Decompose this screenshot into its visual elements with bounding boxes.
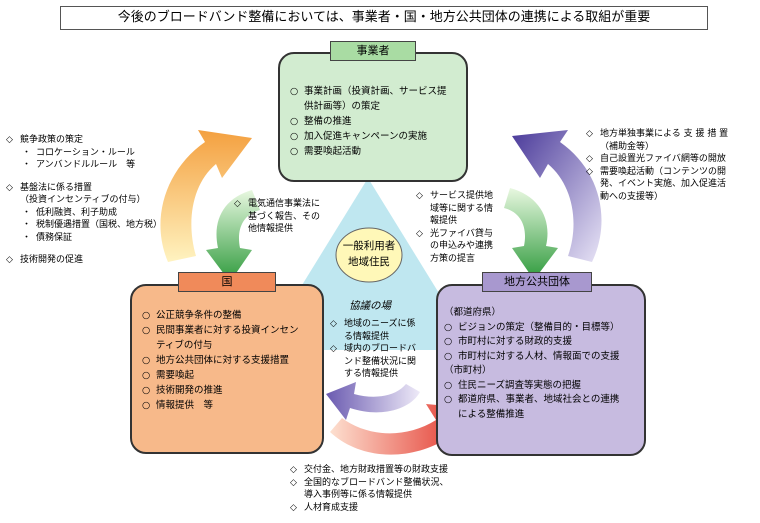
center-line1: 一般利用者 [342, 240, 396, 252]
list-item: ○市町村に対する人材、情報面での支援 [444, 350, 620, 362]
center-circle-graphic [335, 227, 403, 283]
local-muni-label: （市町村） [444, 365, 492, 376]
note-item: ◇技術開発の促進 [6, 255, 84, 265]
diagram-title: 今後のブロードバンド整備においては、事業者・国・地方公共団体の連携による取組が重… [60, 6, 708, 30]
local-pref-label: （都道府県） [444, 307, 502, 318]
note-item: ◇競争政策の策定 [6, 135, 84, 145]
list-item: ○民間事業者に対する投資インセン [142, 325, 299, 336]
local-title: 地方公共団体 [482, 272, 592, 292]
operators-to-local-note: ◇サービス提供地 域等に関する情 報提供 ◇光ファイバ貸与 の申込みや連携 方策… [416, 191, 494, 264]
list-item-cont: ティブの付与 [156, 340, 213, 351]
national-panel [130, 284, 324, 454]
list-item: ○地方公共団体に対する支援措置 [142, 355, 290, 366]
note-item: ◇需要喚起活動（コンテンツの開 [586, 166, 727, 177]
center-users: 一般利用者 地域住民 [334, 238, 404, 270]
list-item-cont: 供計画等）の策定 [304, 101, 381, 112]
left-notes: ◇競争政策の策定 ・コロケーション・ルール ・アンバンドルルール 等 ◇基盤法に… [6, 134, 186, 267]
note-item: ◇基盤法に係る措置 [6, 182, 93, 193]
operators-to-national-note: ◇電気通信事業法に 基づく報告、その 他情報提供 [234, 199, 321, 234]
national-list: ○公正競争条件の整備 ○民間事業者に対する投資インセン ティブの付与 ○地方公共… [142, 308, 322, 413]
national-to-local-note: ◇交付金、地方財政措置等の財政支援 ◇全国的なブロードバンド整備状況、 導入事例… [290, 465, 449, 513]
center-caption: 協議の場 [349, 300, 391, 312]
note-item-cont: （投資インセンティブの付与） [20, 195, 146, 205]
note-subitem: ・債務保証 [22, 232, 73, 243]
list-item-cont: による整備推進 [458, 408, 525, 420]
list-item: ○技術開発の推進 [142, 385, 223, 396]
operators-list: ○事業計画（投資計画、サービス提 供計画等）の策定 ○整備の推進 ○加入促進キャ… [290, 84, 465, 159]
arrow-local-to-operators [512, 130, 602, 262]
note-item-cont: （補助金等） [600, 141, 655, 152]
note-item: ◇地方単独事業による 支 援 措 置 [586, 129, 729, 139]
national-title: 国 [178, 272, 276, 292]
arrow-operators-to-local [504, 188, 558, 280]
list-item: ○市町村に対する財政的支援 [444, 336, 573, 347]
list-item: ○都道府県、事業者、地域社会との連携 [444, 394, 620, 405]
list-item: ○住民ニーズ調査等実態の把握 [444, 379, 582, 391]
note-subitem: ・低利融資、利子助成 [22, 207, 118, 218]
arrow-local-to-national [326, 382, 420, 420]
operators-title: 事業者 [330, 41, 416, 61]
note-subitem: ・アンバンドルルール 等 [22, 160, 136, 170]
list-item: ○整備の推進 [290, 116, 352, 127]
arrow-national-to-operators [160, 130, 252, 262]
right-notes: ◇地方単独事業による 支 援 措 置 （補助金等） ◇自己設置光ファイバ網等の開… [586, 128, 756, 203]
note-item: ◇自己設置光ファイバ網等の開放 [586, 154, 726, 164]
arrow-national-to-local [330, 404, 470, 455]
center-line2: 地域住民 [348, 256, 390, 268]
arrow-operators-to-national [206, 190, 260, 282]
list-item: ○公正競争条件の整備 [142, 310, 242, 321]
list-item: ○情報提供 等 [142, 400, 214, 411]
note-subitem: ・コロケーション・ルール [22, 147, 135, 158]
local-list: （都道府県） ○ビジョンの策定（整備目的・目標等） ○市町村に対する財政的支援 … [444, 306, 644, 422]
note-item-cont: 発、イベント実施、加入促進活 [600, 179, 727, 189]
note-item-cont: 動への支援等） [600, 191, 664, 202]
list-item: ○需要喚起活動 [290, 146, 362, 157]
list-item: ○ビジョンの策定（整備目的・目標等） [444, 321, 620, 333]
local-to-national-note: ◇地域のニーズに係 る情報提供 ◇域内のブロードバ ンド整備状況に関 する情報提… [330, 319, 417, 379]
note-subitem: ・税制優遇措置（国税、地方税） [22, 220, 163, 230]
list-item: ○事業計画（投資計画、サービス提 [290, 86, 447, 97]
list-item: ○需要喚起 [142, 370, 195, 381]
list-item: ○加入促進キャンペーンの実施 [290, 131, 428, 142]
